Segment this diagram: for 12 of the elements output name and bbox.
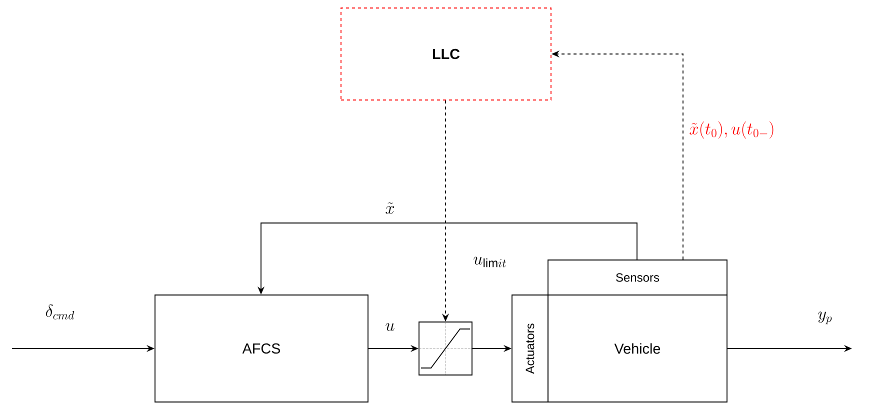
actuator-box: Actuators: [512, 294, 548, 402]
edge-label: $\tilde{x}(t_0), u(t_{0-})$: [688, 120, 776, 140]
process-box: AFCS: [154, 294, 368, 402]
saturation-block: [418, 322, 472, 376]
edge-label: $\delta_{cmd}$: [44, 304, 76, 320]
process-box: Vehicle: [548, 294, 728, 402]
edge-label: $y_p$: [816, 310, 834, 326]
edge-label: $u_{\mathrm{lim}it}$: [472, 256, 508, 268]
edge-label: $u$: [384, 322, 396, 332]
sensor-box: Sensors: [548, 260, 728, 296]
edge-label: $\tilde{x}$: [384, 201, 396, 215]
controller-box: LLC: [340, 8, 552, 100]
